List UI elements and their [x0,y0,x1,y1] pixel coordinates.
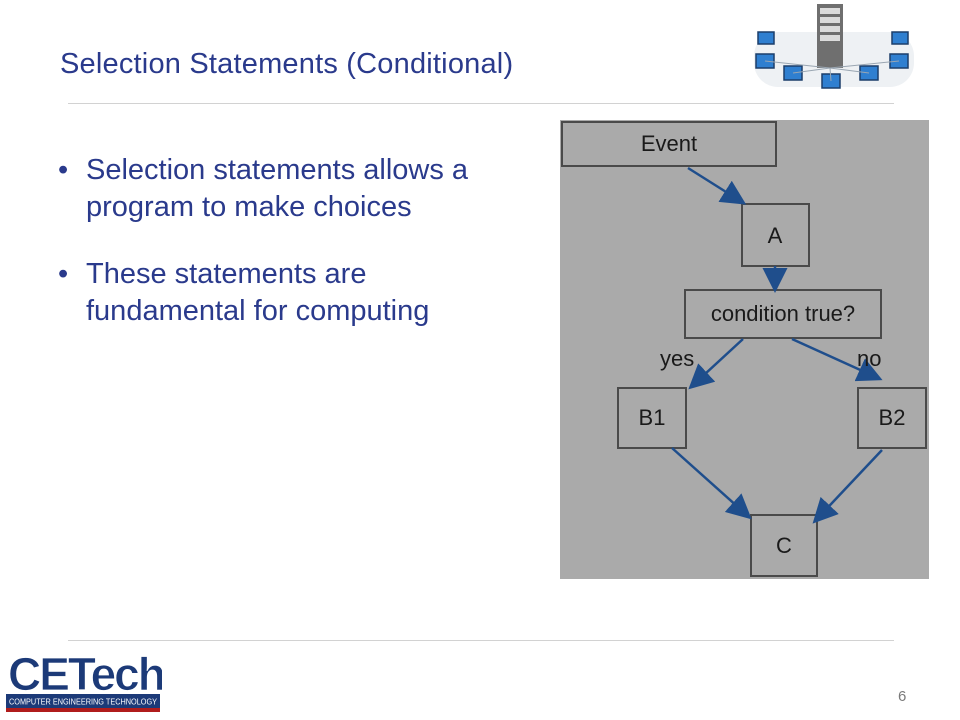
event-label: Event [641,131,697,156]
logo-wordmark: CETech [8,648,162,700]
condition-label: condition true? [711,301,855,326]
step-c-label: C [776,533,792,558]
bullet-dot: • [58,154,69,186]
arrow-no-to-b2 [791,337,883,382]
bullet-item: • Selection statements allows a program … [58,152,478,226]
network-computers-icon [754,4,914,89]
bullet-text: Selection statements allows a program to… [86,154,469,223]
step-b1-label: B1 [639,405,666,430]
flowchart-diagram: Event A condition true? yes no B1 B2 C [560,120,929,579]
bullet-dot: • [58,258,69,290]
arrow-event-to-a [687,166,747,205]
bullet-text: These statements are fundamental for com… [86,258,430,327]
yes-label: yes [660,346,694,371]
step-c-box [750,514,818,577]
bullet-item: • These statements are fundamental for c… [58,256,478,330]
step-b1-box [617,387,687,449]
page-number: 6 [898,688,907,705]
step-b2-box [857,387,927,449]
arrow-b2-to-c [812,449,883,524]
arrow-b1-to-c [671,447,752,520]
slide-title: Selection Statements (Conditional) [60,48,514,80]
footer-divider [68,640,894,641]
step-b2-label: B2 [879,405,906,430]
bullet-list: • Selection statements allows a program … [58,152,478,360]
cetech-logo: CETech COMPUTER ENGINEERING TECHNOLOGY [6,648,162,712]
no-label: no [857,346,881,371]
logo-tagline: COMPUTER ENGINEERING TECHNOLOGY [9,697,157,707]
event-box [561,121,777,167]
title-divider [68,103,894,104]
step-a-label: A [768,223,783,248]
arrow-yes-to-b1 [688,338,744,390]
